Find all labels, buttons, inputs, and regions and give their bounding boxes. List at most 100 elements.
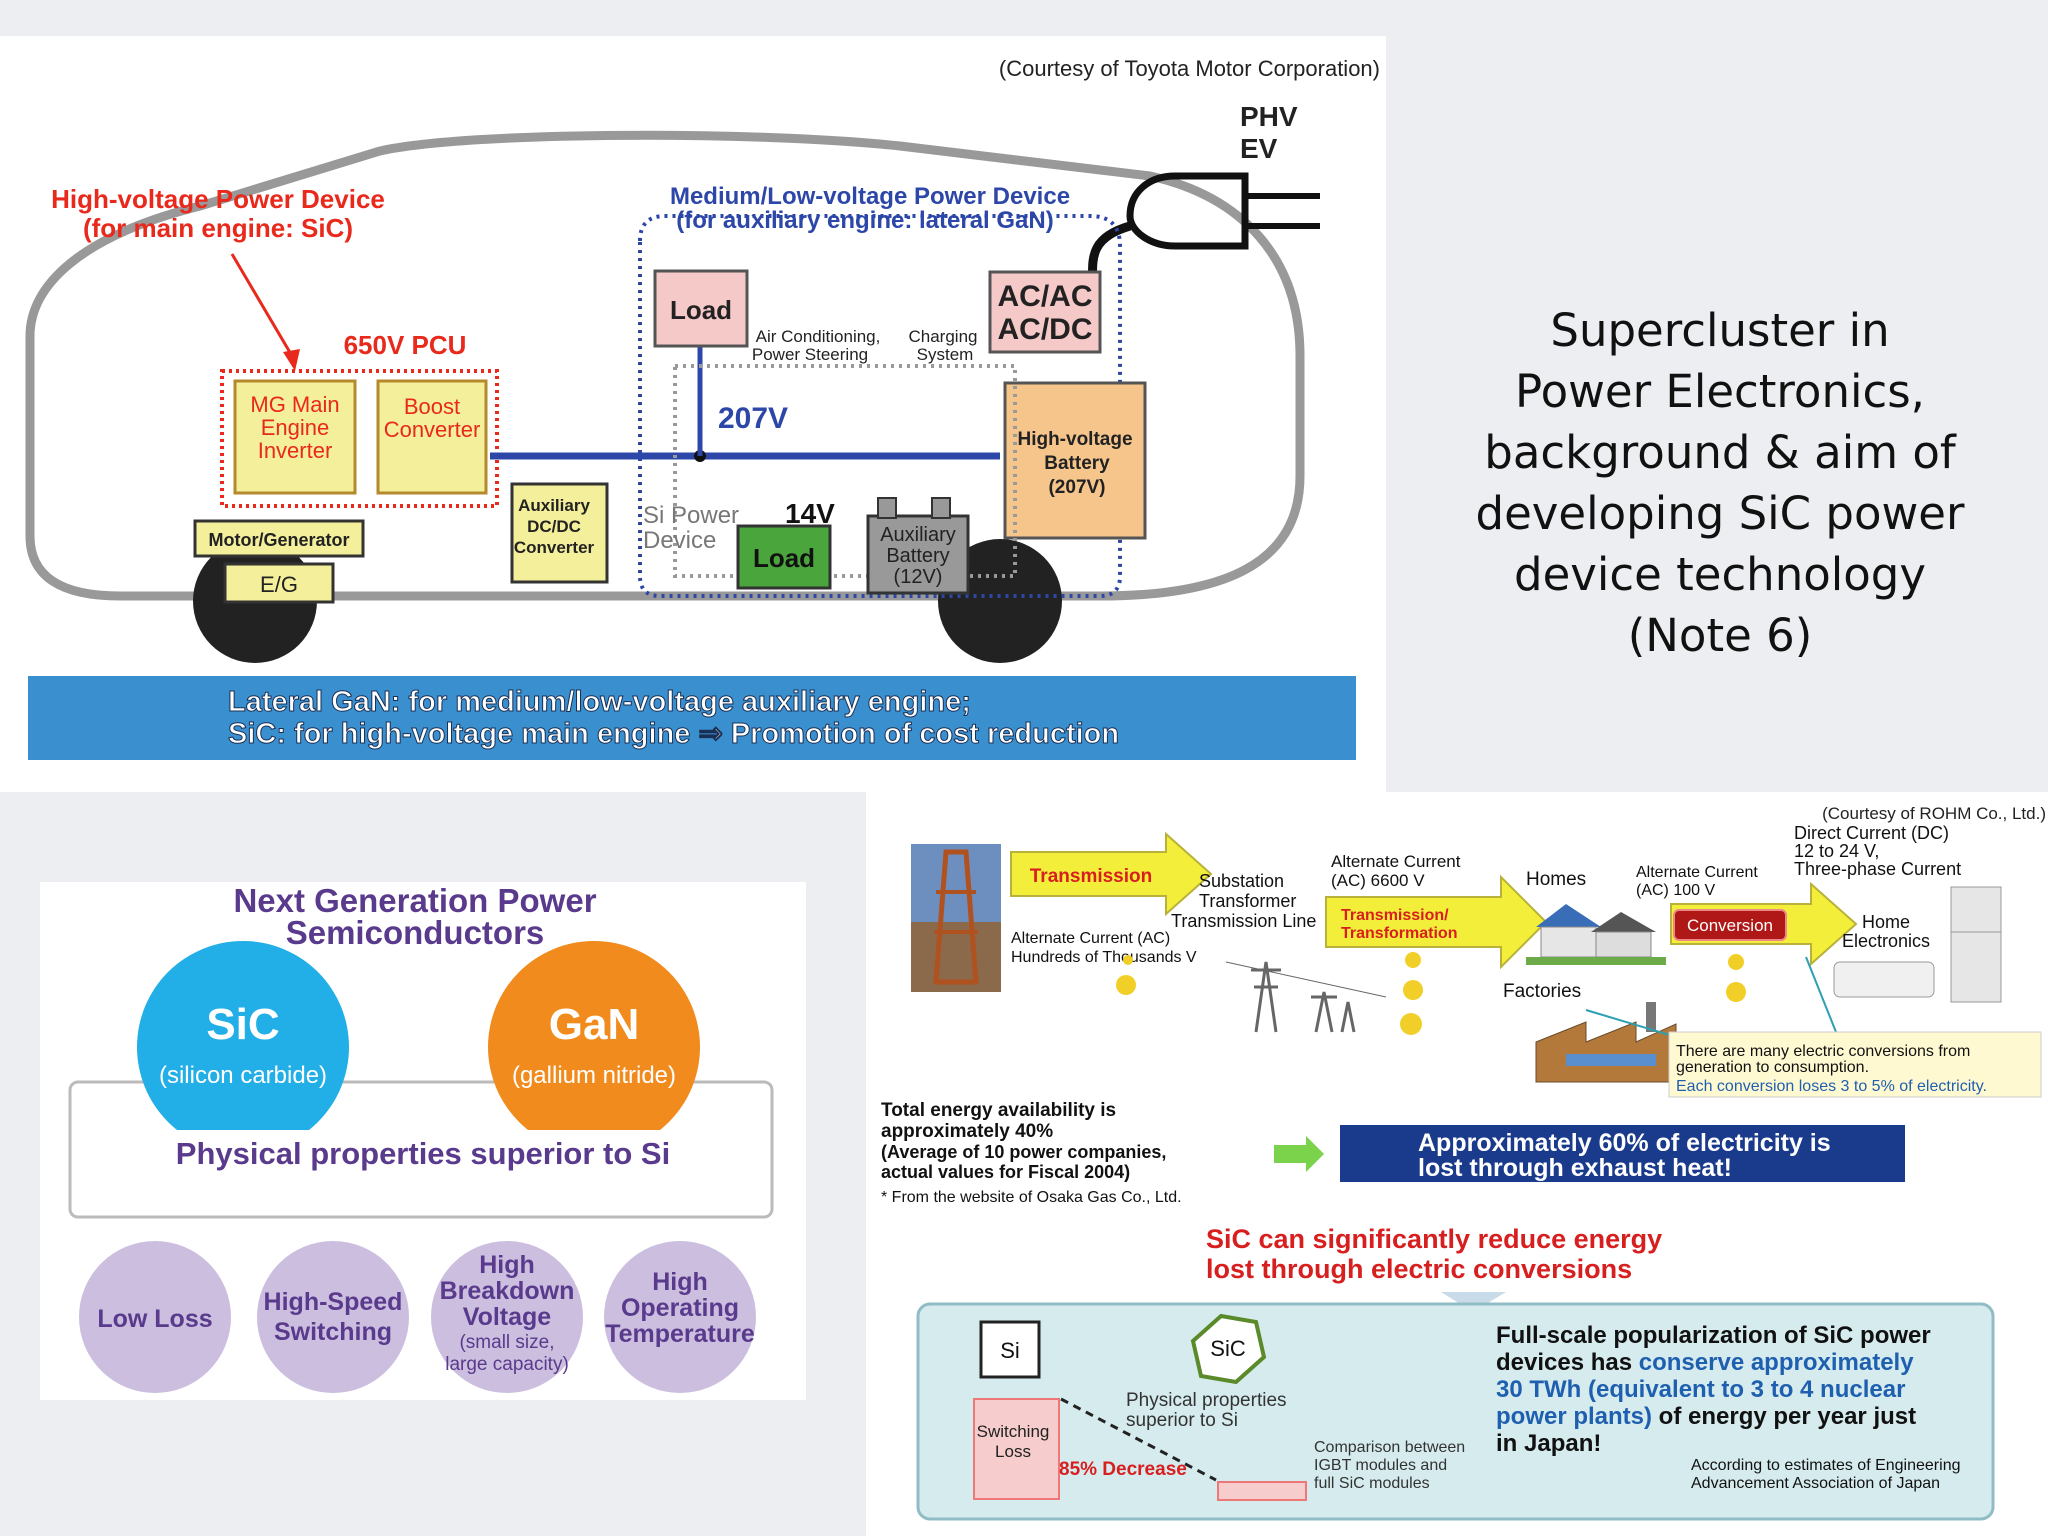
load-green-text: Load <box>753 543 815 573</box>
hv-battery-text: (207V) <box>1048 477 1105 498</box>
voltage-14v: 14V <box>785 498 835 529</box>
physical-properties-label: Physical properties superior to Si <box>176 1136 670 1171</box>
si-power-device-text: Device <box>643 527 716 554</box>
popularization-segment: conserve approximately <box>1639 1349 1914 1376</box>
popularization-line: 30 TWh (equivalent to 3 to 4 nuclear <box>1496 1376 1905 1403</box>
conversion-label: Conversion <box>1687 916 1773 935</box>
source-note: * From the website of Osaka Gas Co., Ltd… <box>881 1189 1182 1206</box>
mg-inverter-text: MG Main <box>250 392 339 417</box>
semi-title: Semiconductors <box>286 914 545 951</box>
sic-circle <box>137 941 349 1153</box>
charging-system-text: Charging <box>909 327 978 346</box>
ac-6600-text: Alternate Current <box>1331 852 1461 871</box>
comparison-text: Comparison between <box>1314 1439 1465 1456</box>
load-top-box <box>653 269 749 348</box>
sic-loss-bar <box>1217 1481 1307 1501</box>
popularization-segment: devices has <box>1496 1349 1639 1376</box>
substation-text: Transformer <box>1199 891 1296 911</box>
title-line: device technology <box>1514 548 1926 601</box>
banner-line: Lateral GaN: for medium/low-voltage auxi… <box>228 686 971 718</box>
sic-reduce-text: SiC can significantly reduce energy <box>1206 1224 1662 1254</box>
popularization-segment: 30 TWh (equivalent to 3 to 4 nuclear <box>1496 1376 1905 1403</box>
callout-text: There are many electric conversions from <box>1676 1043 1970 1060</box>
power-plant-image <box>911 844 1001 992</box>
acac-text: AC/AC <box>998 280 1093 313</box>
total-energy-text: Total energy availability is <box>881 1100 1116 1121</box>
semi-title: Next Generation Power <box>233 882 596 919</box>
home-electronics-label: Electronics <box>1842 931 1930 951</box>
dc-text: 12 to 24 V, <box>1794 841 1879 861</box>
appliances-image <box>1833 886 2002 1003</box>
courtesy-rohm: (Courtesy of ROHM Co., Ltd.) <box>1822 804 2046 823</box>
aux-dcdc-box <box>510 482 609 584</box>
sic-name: SiC <box>206 1000 279 1049</box>
decrease-label: 85% Decrease <box>1059 1459 1187 1480</box>
decrease-line <box>1060 1397 1217 1482</box>
dc-text: Three-phase Current <box>1794 859 1961 879</box>
eg-text: E/G <box>260 572 298 597</box>
si-region-boundary <box>673 364 1017 578</box>
average-text: actual values for Fiscal 2004) <box>881 1162 1130 1182</box>
callout-text: generation to consumption. <box>1676 1059 1869 1076</box>
ac-steering-text: Power Steering <box>752 345 868 364</box>
ac-hundreds-text: Hundreds of Thousands V <box>1011 949 1197 966</box>
switching-loss-text: Loss <box>995 1442 1031 1461</box>
trans-transform-label: Transmission/ <box>1341 907 1449 924</box>
dc-text: Direct Current (DC) <box>1794 823 1949 843</box>
gan-name: GaN <box>549 1000 639 1049</box>
substation-text: Substation <box>1199 871 1284 891</box>
title-line: background & aim of <box>1484 426 1956 479</box>
plug-icon <box>1126 172 1320 250</box>
medium-low-device-label: Medium/Low-voltage Power Device <box>670 183 1070 210</box>
callout-pointer <box>1805 956 1837 1033</box>
si-chip <box>979 1320 1041 1379</box>
title-line: Supercluster in <box>1550 304 1890 357</box>
pcu-label: 650V PCU <box>344 330 467 360</box>
average-text: (Average of 10 power companies, <box>881 1142 1166 1162</box>
callout-highlight: Each conversion loses 3 to 5% of electri… <box>1676 1078 1987 1095</box>
ac-steering-text: Air Conditioning, <box>756 327 881 346</box>
acdc-text: AC/DC <box>998 313 1093 346</box>
motor-generator-text: Motor/Generator <box>208 530 349 550</box>
property-text: High <box>652 1268 708 1296</box>
load-green-box <box>736 524 832 590</box>
property-small-text: large capacity) <box>445 1354 569 1375</box>
sic-sub: (silicon carbide) <box>159 1062 327 1089</box>
switching-loss-text: Switching <box>977 1422 1050 1441</box>
property-circle-high-speed <box>257 1241 409 1393</box>
factory-image <box>1535 1002 1677 1083</box>
sic-label: SiC <box>1210 1336 1246 1361</box>
property-text: Breakdown <box>440 1277 575 1305</box>
sic-reduce-text: lost through electric conversions <box>1206 1254 1632 1284</box>
conversion-badge <box>1673 909 1787 941</box>
aux-battery-text: Battery <box>886 545 949 567</box>
si-label: Si <box>1000 1338 1020 1363</box>
property-small-text: (small size, <box>459 1332 554 1353</box>
transformation-arrow <box>1325 874 1548 970</box>
motor-generator-box <box>193 519 365 558</box>
title-line: developing SiC power <box>1475 487 1965 540</box>
ac-6600-text: (AC) 6600 V <box>1331 871 1425 890</box>
next-gen-semiconductors-panel: Next Generation Power Semiconductors SiC… <box>40 882 806 1400</box>
courtesy-toyota: (Courtesy of Toyota Motor Corporation) <box>999 56 1380 81</box>
property-text: Temperature <box>605 1320 755 1348</box>
high-voltage-device-sub: (for main engine: SiC) <box>83 213 353 243</box>
boost-converter-text: Converter <box>384 417 481 442</box>
popularization-line: power plants) of energy per year just <box>1496 1403 1916 1430</box>
comparison-text: full SiC modules <box>1314 1475 1430 1492</box>
comparison-text: IGBT modules and <box>1314 1457 1447 1474</box>
transmission-label: Transmission <box>1030 866 1153 887</box>
popularization-segment: in Japan! <box>1496 1430 1601 1457</box>
aux-dcdc-text: Auxiliary <box>518 496 590 515</box>
substation-text: Transmission Line <box>1171 911 1316 931</box>
total-energy-text: approximately 40% <box>881 1121 1053 1142</box>
aux-dcdc-text: DC/DC <box>527 517 581 536</box>
property-circle-temperature <box>604 1241 756 1393</box>
property-text: Switching <box>274 1318 392 1346</box>
aux-dcdc-text: Converter <box>514 538 595 557</box>
property-text: High-Speed <box>264 1288 403 1316</box>
title-line: Power Electronics, <box>1515 365 1925 418</box>
popularization-line: devices has conserve approximately <box>1496 1349 1914 1376</box>
phv-label: PHV <box>1240 101 1298 132</box>
pcu-boundary <box>220 369 499 508</box>
